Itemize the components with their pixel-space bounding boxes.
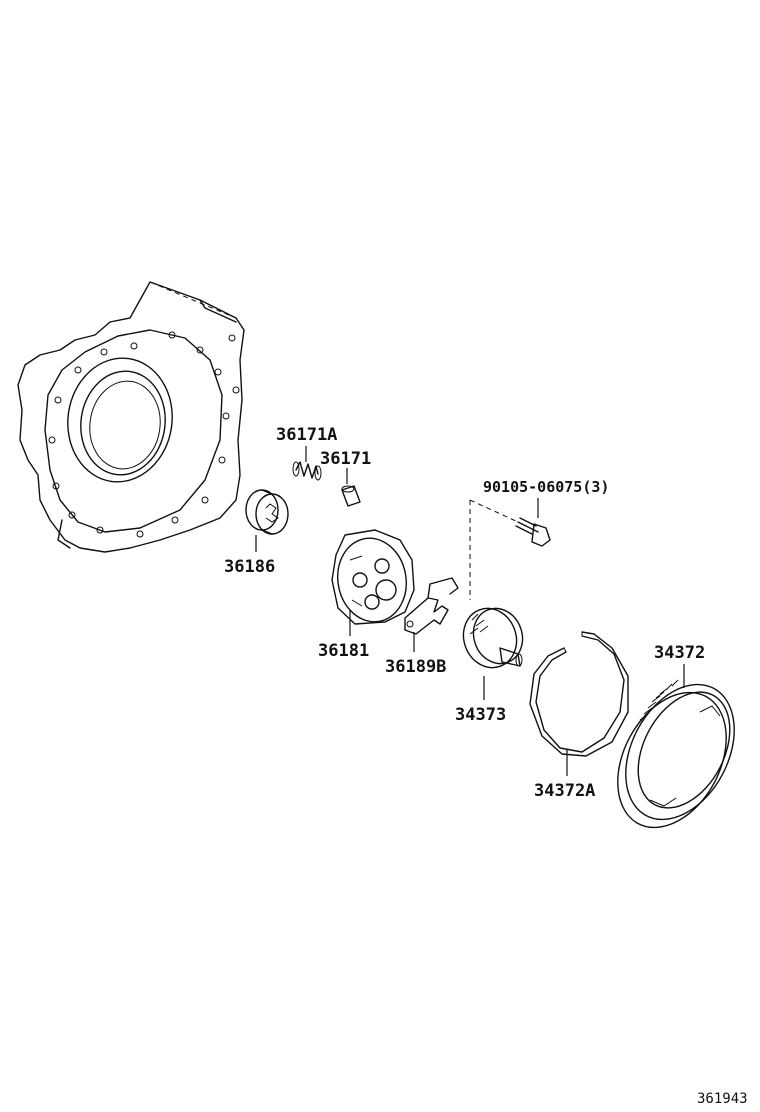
drive-gear-36186 [245,489,289,535]
label-34372: 34372 [654,643,705,663]
label-bolt-90105-06075: 90105-06075(3) [483,478,609,496]
pin-36171 [341,485,361,507]
ring-gear-34372 [617,679,735,829]
label-36171: 36171 [320,449,371,469]
driven-gear-34373 [462,607,524,669]
label-36186: 36186 [224,557,275,577]
leader-lines [255,446,685,776]
bolt-90105-06075 [515,517,551,547]
spring-36171A [292,461,322,481]
label-36189B: 36189B [385,657,446,677]
label-36181: 36181 [318,641,369,661]
transfer-case-housing [17,281,245,553]
label-34373: 34373 [455,705,506,725]
figure-reference-number: 361943 [697,1091,748,1107]
bracket-36189B [404,577,459,635]
label-34372A: 34372A [534,781,595,801]
oil-pump-body-36181 [331,529,415,625]
label-36171A: 36171A [276,425,337,445]
snap-ring-34372A [529,631,629,757]
